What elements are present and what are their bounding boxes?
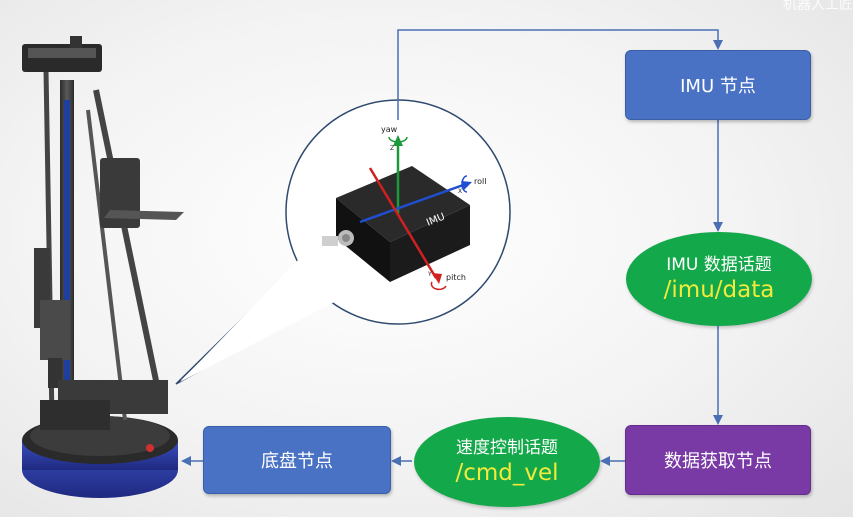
yaw-label: yaw [381, 125, 398, 134]
imu-topic-name: /imu/data [663, 277, 775, 303]
roll-label: roll [474, 177, 486, 186]
robot-illustration [22, 36, 184, 498]
z-label: Z [390, 145, 394, 152]
pitch-label: pitch [446, 273, 466, 282]
yaw-rotation-icon [388, 136, 408, 143]
pitch-rotation-icon [430, 281, 447, 291]
vel-topic-title: 速度控制话题 [456, 438, 558, 458]
data-acquisition-node: 数据获取节点 [625, 425, 811, 495]
y-label: Y [427, 271, 432, 278]
data-node-label: 数据获取节点 [664, 451, 772, 472]
roll-axis-line [359, 182, 467, 224]
yaw-axis-arrow [393, 135, 403, 146]
arrow-imu-to-node [397, 29, 723, 120]
imu-node-label: IMU 节点 [680, 76, 756, 97]
imu-axes: yaw Z roll X pitch Y [359, 125, 486, 291]
imu-node: IMU 节点 [625, 50, 811, 120]
chassis-node: 底盘节点 [203, 426, 391, 494]
imu-device: IMU [322, 166, 470, 282]
x-label: X [458, 188, 462, 195]
velocity-topic: 速度控制话题 /cmd_vel [414, 417, 600, 507]
imu-topic-title: IMU 数据话题 [666, 255, 772, 275]
imu-data-topic: IMU 数据话题 /imu/data [626, 232, 812, 326]
pitch-axis-line [368, 167, 438, 279]
roll-axis-arrow [461, 181, 472, 190]
chassis-node-label: 底盘节点 [261, 451, 333, 472]
watermark: 机器人工匠 [783, 0, 853, 13]
vel-topic-name: /cmd_vel [455, 460, 559, 486]
connectors [181, 29, 723, 466]
imu-callout-bubble [175, 99, 511, 385]
roll-rotation-icon [461, 175, 468, 193]
pitch-axis-arrow [432, 273, 442, 284]
